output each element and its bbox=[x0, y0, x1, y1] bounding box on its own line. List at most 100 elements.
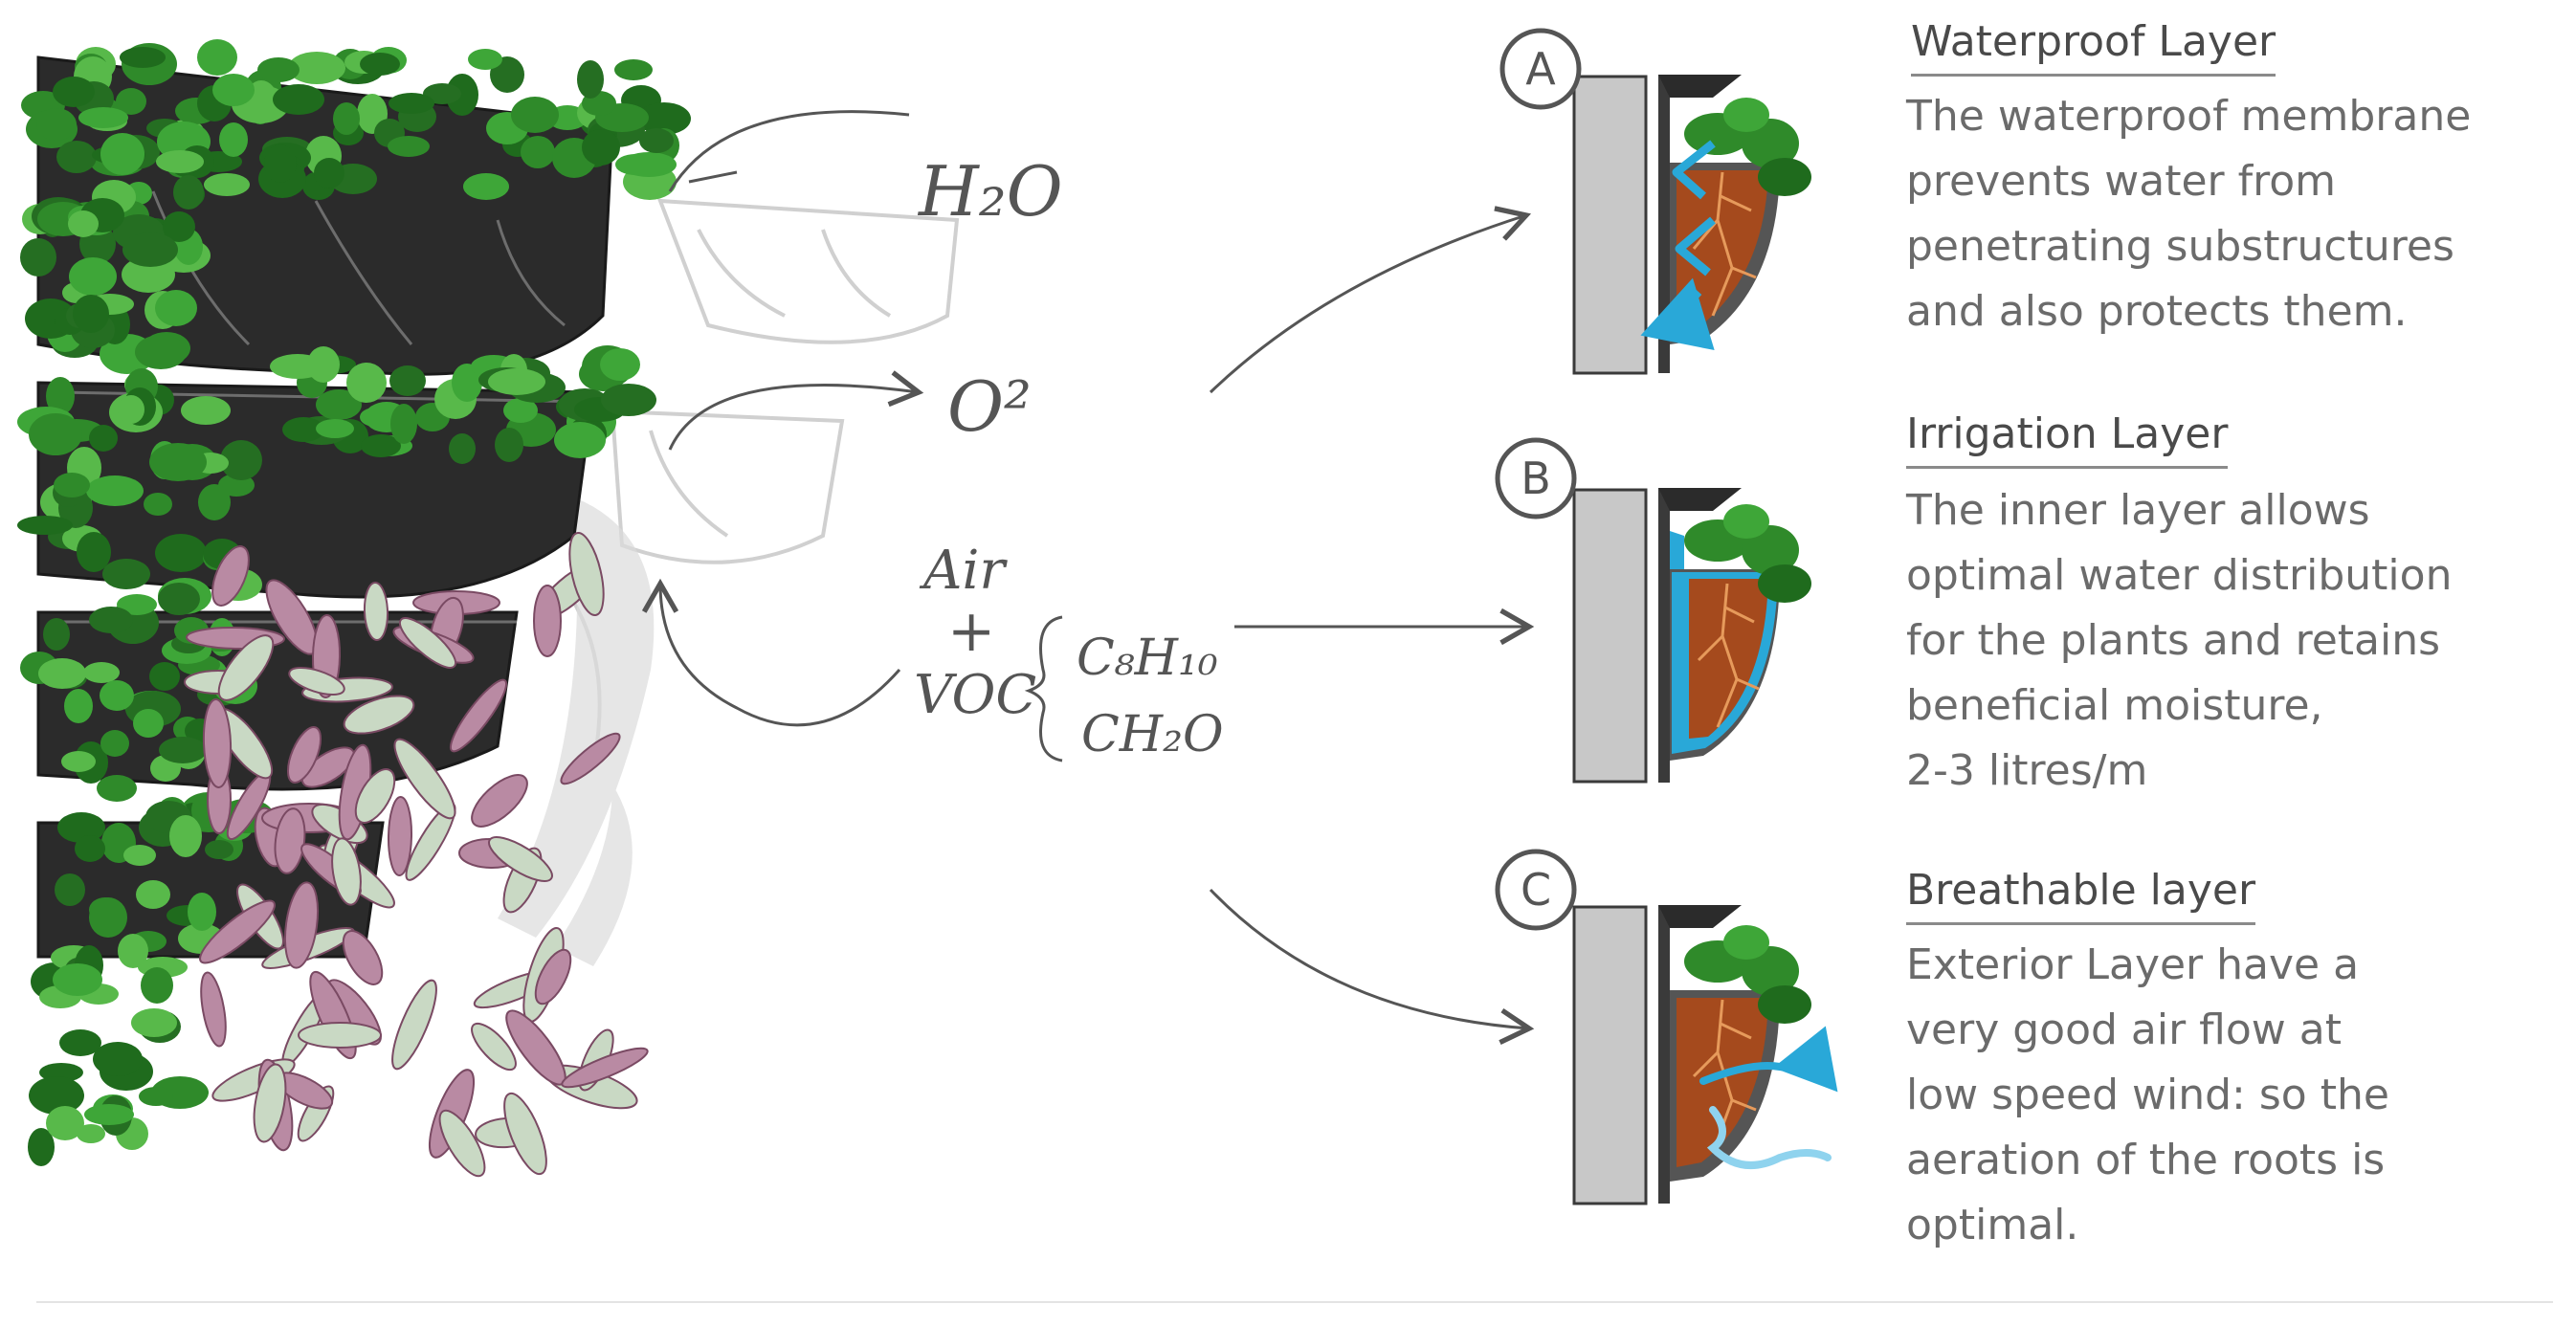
ivy-leaf bbox=[73, 295, 109, 333]
arrow-to-c bbox=[1209, 888, 1535, 1046]
ivy-leaf bbox=[97, 775, 137, 802]
tradescantia-leaf bbox=[387, 796, 413, 876]
ivy-leaf bbox=[621, 152, 677, 177]
membrane-a bbox=[1658, 75, 1670, 373]
badge-a-letter: A bbox=[1525, 43, 1556, 95]
ivy-leaf bbox=[511, 97, 559, 133]
membrane-cap-c bbox=[1658, 905, 1742, 928]
process-annotations: H₂O O² Air + VOC C₈H₁₀ CH₂O bbox=[641, 110, 1535, 1046]
tradescantia-leaf bbox=[503, 1092, 547, 1176]
ivy-leaf bbox=[163, 211, 195, 242]
ivy-leaf bbox=[219, 122, 248, 157]
badge-b bbox=[1495, 437, 1577, 519]
ivy-leaf bbox=[156, 150, 204, 173]
ivy-leaf bbox=[38, 658, 86, 689]
tradescantia-leaf bbox=[274, 807, 306, 874]
plus-sign: + bbox=[947, 598, 995, 665]
tradescantia-leaf bbox=[398, 617, 457, 669]
ivy-leaf bbox=[463, 173, 509, 200]
ivy-leaf bbox=[56, 141, 97, 173]
water-arrows-a bbox=[1640, 140, 1716, 351]
ivy-leaf bbox=[601, 384, 656, 416]
ivy-leaf bbox=[257, 57, 300, 82]
ivy-leaf bbox=[29, 413, 82, 455]
ivy-leaf bbox=[131, 1008, 177, 1037]
layer-a-description: The waterproof membrane prevents water f… bbox=[1906, 92, 2472, 336]
ivy-leaf bbox=[29, 1076, 84, 1115]
ivy-leaf bbox=[57, 812, 105, 843]
ivy-leaf bbox=[93, 1042, 143, 1076]
ivy-leaf bbox=[155, 534, 207, 572]
tradescantia-leaf bbox=[488, 836, 553, 882]
badge-c-letter: C bbox=[1521, 864, 1551, 916]
tradescantia-leaf bbox=[200, 971, 227, 1048]
tradescantia-leaf bbox=[211, 545, 250, 607]
ivy-leaf bbox=[388, 136, 430, 157]
tradescantia-leaf bbox=[534, 948, 572, 1006]
cross-section-a: A bbox=[1499, 28, 1811, 375]
tradescantia-leaf bbox=[217, 634, 275, 701]
tradescantia-leaf bbox=[533, 585, 562, 657]
ghost-shadow bbox=[498, 497, 655, 966]
layer-b-title: Irrigation Layer bbox=[1906, 409, 2229, 469]
membrane-cap-b bbox=[1658, 488, 1742, 511]
badge-a bbox=[1499, 28, 1582, 110]
ivy-leaf bbox=[122, 232, 178, 267]
ivy-leaf bbox=[220, 440, 262, 480]
h2o-pointer bbox=[688, 170, 738, 184]
ivy-leaf bbox=[77, 1124, 105, 1143]
ivy-leaf bbox=[17, 516, 73, 535]
ivy-leaf bbox=[64, 689, 93, 723]
tradescantia-leaf bbox=[363, 582, 389, 641]
ivy-leaf bbox=[205, 840, 233, 859]
ivy-leaf bbox=[141, 967, 173, 1004]
ivy-leaf bbox=[135, 335, 187, 369]
layer-b-description: The inner layer allows optimal water dis… bbox=[1906, 486, 2453, 795]
ch2o-label: CH₂O bbox=[1081, 706, 1224, 763]
ivy-leaf bbox=[446, 74, 478, 116]
living-wall-illustration bbox=[17, 39, 960, 1178]
ivy-leaf bbox=[36, 108, 77, 141]
ivy-leaf bbox=[20, 238, 56, 276]
tradescantia-leaf bbox=[300, 746, 356, 788]
ivy-leaf bbox=[139, 1087, 173, 1106]
roots-b bbox=[1697, 583, 1760, 728]
ivy-leaf bbox=[333, 102, 360, 135]
ivy-leaf bbox=[116, 88, 146, 115]
ivy-leaf bbox=[54, 473, 90, 497]
wall-a bbox=[1572, 75, 1648, 375]
ivy-leaf bbox=[68, 210, 99, 237]
ivy-leaf bbox=[118, 395, 144, 424]
roots-a bbox=[1692, 171, 1757, 317]
ivy-leaf bbox=[55, 873, 85, 906]
arrow-to-a bbox=[1209, 206, 1532, 394]
ivy-leaf bbox=[59, 1029, 101, 1056]
ivy-leaf bbox=[144, 493, 172, 516]
ivy-leaf bbox=[102, 559, 150, 589]
airflow-arrows-c bbox=[1699, 1026, 1838, 1169]
o2-label: O² bbox=[947, 366, 1032, 447]
membrane-c bbox=[1658, 905, 1670, 1204]
ivy-leaf bbox=[78, 107, 128, 128]
ivy-leaf bbox=[360, 53, 400, 76]
ivy-leaf bbox=[100, 730, 129, 757]
ivy-leaf bbox=[122, 256, 175, 293]
ivy-leaf bbox=[28, 1128, 55, 1166]
voc-return-arrow bbox=[641, 578, 901, 727]
ivy-leaf bbox=[316, 389, 362, 420]
ivy-leaf bbox=[390, 404, 417, 444]
ivy-leaf bbox=[53, 77, 95, 107]
tradescantia-leaf bbox=[471, 1022, 517, 1072]
ivy-leaf bbox=[158, 583, 200, 615]
tradescantia-leaf bbox=[449, 678, 508, 753]
ivy-leaf bbox=[307, 346, 340, 383]
ivy-leaf bbox=[188, 893, 216, 931]
ivy-leaf bbox=[600, 348, 640, 381]
ivy-leaf bbox=[155, 290, 197, 326]
ivy-leaf bbox=[360, 408, 390, 427]
ivy-leaf bbox=[389, 93, 434, 114]
ivy-leaf bbox=[582, 129, 620, 166]
ivy-leaf bbox=[316, 419, 354, 438]
leaves-b bbox=[1684, 504, 1811, 603]
